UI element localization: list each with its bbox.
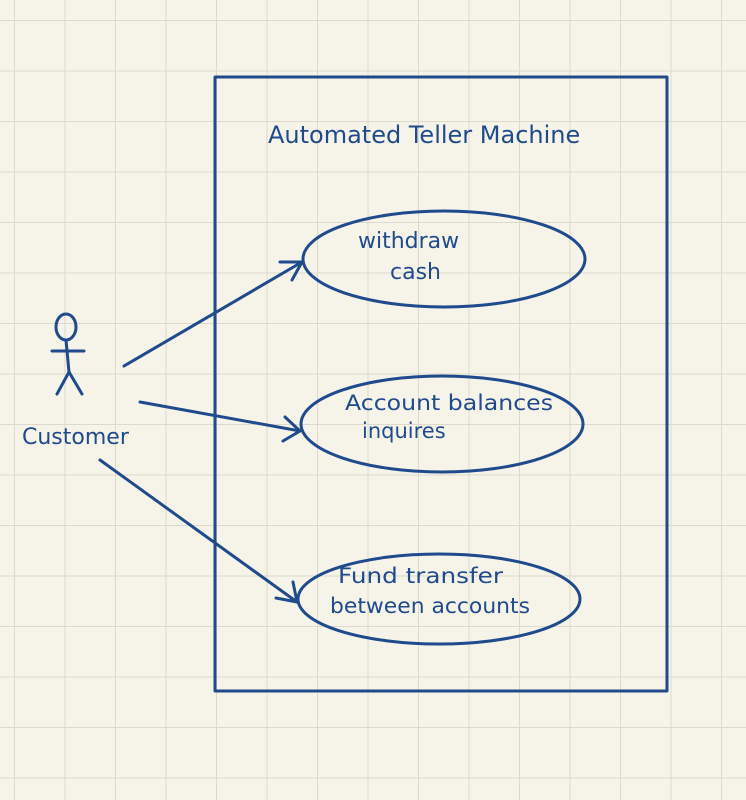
system-title: Automated Teller Machine [268,121,580,149]
use-case-balances-line2: inquires [362,419,446,443]
actor-stick-figure-icon[interactable] [50,312,86,396]
use-case-withdraw-cash-ellipse[interactable] [301,209,587,309]
use-case-account-balances-ellipse[interactable] [299,374,585,474]
use-case-fund-transfer-ellipse[interactable] [296,552,582,646]
association-arrow-transfer [98,458,299,604]
use-case-transfer-line1: Fund transfer [338,564,503,588]
use-case-withdraw-line2: cash [390,260,441,285]
actor-label: Customer [22,425,130,450]
use-case-balances-line1: Account balances [345,391,553,415]
use-case-transfer-line2: between accounts [330,594,530,618]
use-case-withdraw-line1: withdraw [358,229,459,254]
association-arrow-balances [138,400,302,443]
system-boundary [213,75,669,693]
association-arrow-withdraw [122,260,304,368]
